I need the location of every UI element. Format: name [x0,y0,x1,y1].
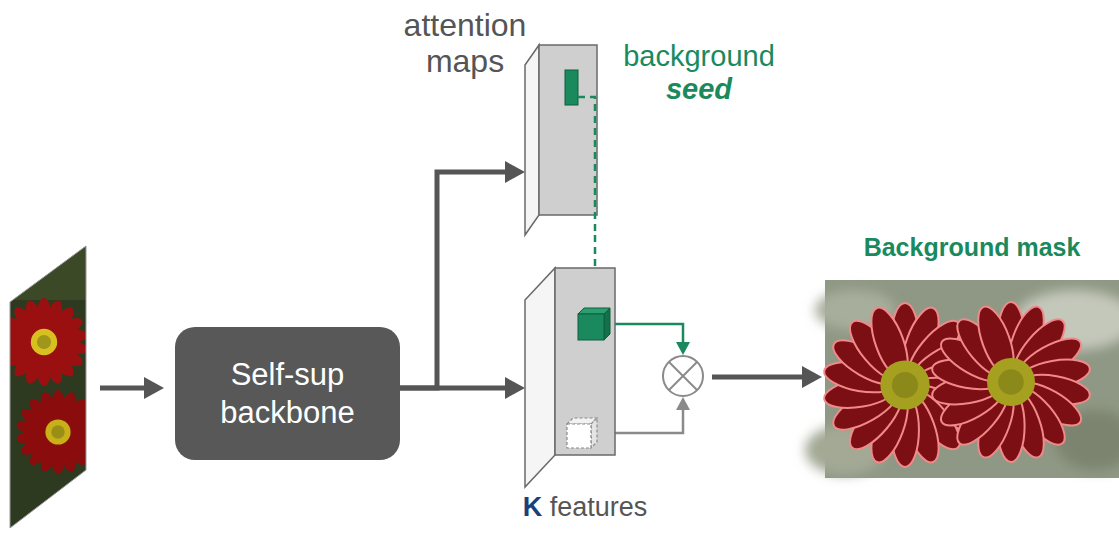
flower [15,390,100,474]
connector-line [400,172,507,388]
connector-line [400,386,507,391]
multiply-symbol [663,356,703,396]
feature-cube [567,424,591,448]
attn-shape [525,45,600,235]
multiply-cross [669,362,697,390]
arrow-head [676,397,690,410]
flower [930,302,1092,462]
input-image [0,240,101,540]
seed-cube [604,308,610,340]
image-ground [0,240,100,540]
connector [400,377,525,399]
connector [712,366,822,388]
image-frame [10,246,86,528]
mask-image: Background mask [825,280,1119,478]
arrow-head [802,366,822,388]
flower-centre [987,358,1035,406]
slab-side [525,45,539,235]
seed-cube [578,314,604,340]
feature-cube [591,418,597,448]
flower-centre [51,425,64,438]
connector-line [712,375,804,380]
arrow-head [505,377,525,399]
map-label: attention maps [385,7,545,79]
process-label: Self-sup backbone [195,356,380,430]
seed-patch [565,70,578,105]
arrow-head [505,161,525,183]
multiply-cross [669,362,697,390]
multiply-circle [663,356,703,396]
flower-centre [45,419,70,444]
input-arrow [100,386,146,391]
seed-feature-line [612,324,683,344]
kfeat-shape [525,300,615,475]
slab-face [555,268,615,455]
seed-label: background seed [604,40,794,106]
flower-centre [31,329,57,355]
backbone-box: Self-sup backbone [175,327,400,460]
seed-dashed-line [578,97,595,235]
flower-centre [892,372,918,398]
flower [0,298,89,386]
mask-blur [805,290,1119,475]
arrow-head [144,377,164,399]
flower-centre [880,360,929,409]
flower-centre [998,369,1024,395]
slab-face [539,45,597,215]
image-ground [0,240,100,300]
slab-side [525,268,555,487]
connector [400,161,525,388]
attention-slab: attention maps [525,45,600,235]
mask-shape [825,280,1119,478]
feature-slab: K features [525,300,615,475]
output-title: Background mask [825,232,1119,262]
feature-label: K features [505,491,665,523]
feature-label-text: K features [523,491,648,523]
arrow-head [676,342,690,355]
flower-centre [37,335,51,349]
